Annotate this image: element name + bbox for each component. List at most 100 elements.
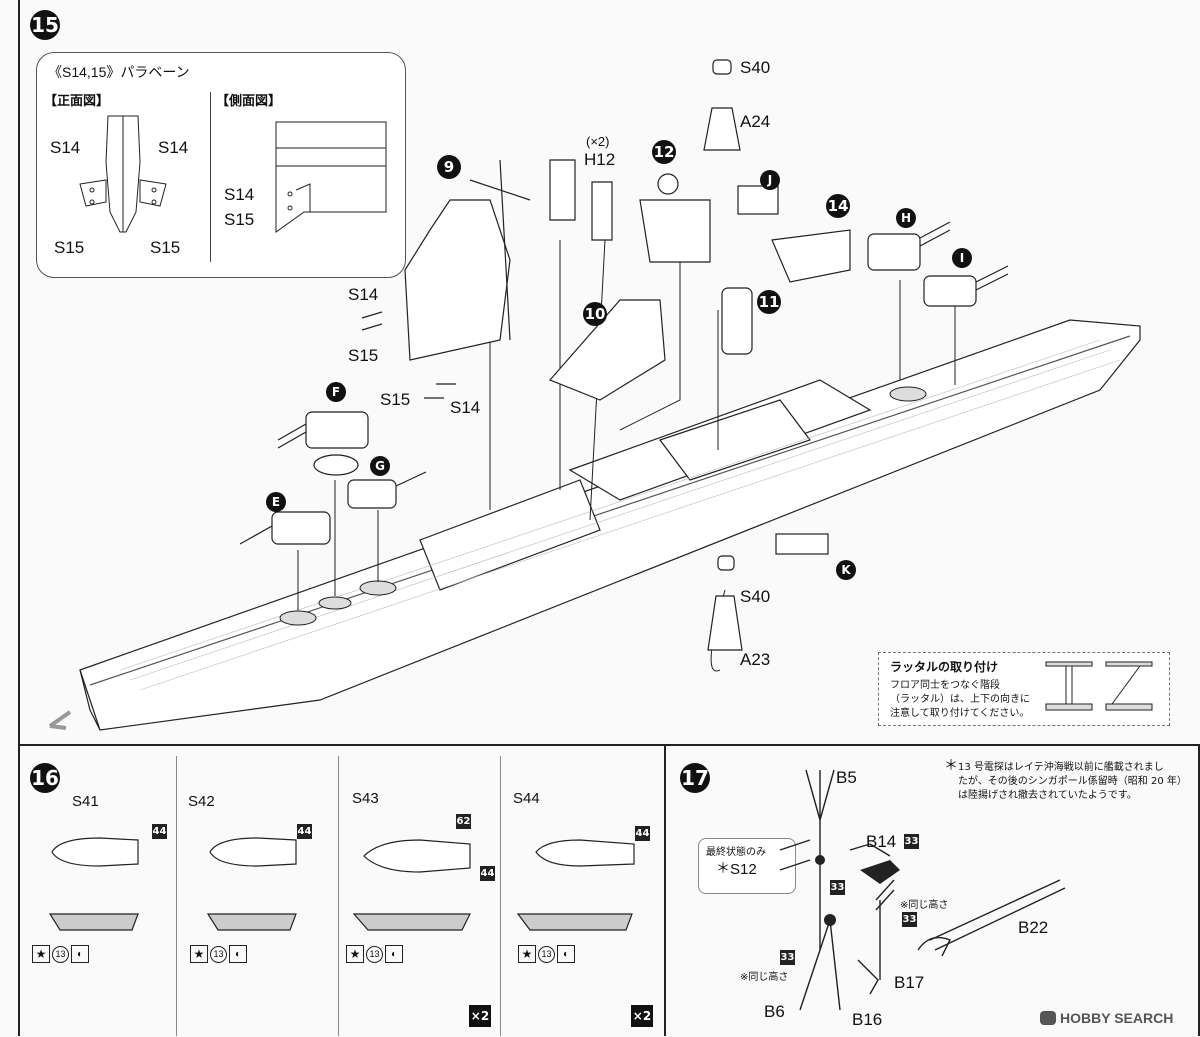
label-x2: (×2) xyxy=(586,134,610,149)
paint-33-left: 33 xyxy=(780,950,795,965)
label-s14-bridge: S14 xyxy=(348,285,379,304)
step16-frame xyxy=(18,746,666,1036)
label-b5: B5 xyxy=(836,768,857,787)
label-h12: H12 xyxy=(584,150,616,169)
step17-badge: 17 xyxy=(680,763,710,793)
step16-divider-2 xyxy=(338,756,339,1036)
label-s40-bottom: S40 xyxy=(740,587,771,606)
decal-sheet-icon: ◐ xyxy=(385,945,403,963)
badge-J: J xyxy=(760,170,780,190)
inset-label-s14-side: S14 xyxy=(224,185,255,204)
badge-11: 11 xyxy=(757,290,781,314)
inset-divider xyxy=(210,92,211,262)
star-decal-icon: ★ xyxy=(190,945,208,963)
label-s15-bridge: S15 xyxy=(348,346,379,365)
step15-badge: 15 xyxy=(30,10,60,40)
label-a24: A24 xyxy=(740,112,771,131)
inset-label-s15-side: S15 xyxy=(224,210,255,229)
mast-drawing xyxy=(779,769,1066,1011)
inset-label-s15-left: S15 xyxy=(54,238,85,257)
inset-front-view: 【正面図】 xyxy=(44,93,110,108)
inset-label-s14-right: S14 xyxy=(158,138,189,157)
step16-divider-3 xyxy=(500,756,501,1036)
inset-drawings xyxy=(79,115,387,233)
decal-row-s41: ★ 13 ◐ xyxy=(32,945,89,963)
label-same-height-2: ※同じ高さ xyxy=(740,972,789,983)
paint-44-s43: 44 xyxy=(480,866,495,881)
label-b6: B6 xyxy=(764,1002,785,1021)
decal-number: 13 xyxy=(210,945,227,963)
watermark-text: HOBBY SEARCH xyxy=(1060,1010,1174,1026)
badge-9: 9 xyxy=(437,155,461,179)
step15-frame xyxy=(18,0,1200,746)
ladder-note-title: ラッタルの取り付け xyxy=(890,660,999,674)
star-decal-icon: ★ xyxy=(346,945,364,963)
badge-E: E xyxy=(266,492,286,512)
label-s15-lower: S15 xyxy=(380,390,411,409)
label-same-height-1: ※同じ高さ xyxy=(900,900,949,911)
ladder-diagram xyxy=(1045,661,1153,711)
boat-label-s43: S43 xyxy=(352,790,379,807)
decal-number: 13 xyxy=(538,945,555,963)
boat-label-s44: S44 xyxy=(513,790,540,807)
step17-note-1: 13 号電探はレイテ沖海戦以前に艦載されまし xyxy=(958,762,1164,773)
badge-G: G xyxy=(370,456,390,476)
paint-33-right: 33 xyxy=(902,912,917,927)
paint-33-b14: 33 xyxy=(904,834,919,849)
paint-62-s43: 62 xyxy=(456,814,471,829)
step16-badge: 16 xyxy=(30,763,60,793)
multiplier-s43: ×2 xyxy=(469,1005,491,1027)
star-decal-icon: ★ xyxy=(32,945,50,963)
ladder-note-line3: 注意して取り付けてください。 xyxy=(890,708,1030,719)
step16-divider-1 xyxy=(176,756,177,1036)
paint-44-s44: 44 xyxy=(635,826,650,841)
decal-number: 13 xyxy=(52,945,69,963)
boat-label-s41: S41 xyxy=(72,793,99,810)
hobby-search-watermark: HOBBY SEARCH xyxy=(1040,1010,1173,1026)
decal-sheet-icon: ◐ xyxy=(71,945,89,963)
inset-side-view: 【側面図】 xyxy=(216,93,282,108)
badge-H: H xyxy=(896,208,916,228)
badge-14: 14 xyxy=(826,194,850,218)
label-b22: B22 xyxy=(1018,918,1049,937)
paint-33-mid: 33 xyxy=(830,880,845,895)
s12-asterisk: ＊ xyxy=(716,860,730,876)
paint-44-s41: 44 xyxy=(152,824,167,839)
multiplier-s44: ×2 xyxy=(631,1005,653,1027)
decal-sheet-icon: ◐ xyxy=(229,945,247,963)
badge-10: 10 xyxy=(583,302,607,326)
boat-drawings xyxy=(48,837,635,931)
decal-row-s44: ★ 13 ◐ xyxy=(518,945,575,963)
ship-hull-drawing xyxy=(48,240,1141,731)
star-decal-icon: ★ xyxy=(518,945,536,963)
badge-I: I xyxy=(952,248,972,268)
ladder-note-line1: フロア同士をつなぐ階段 xyxy=(890,680,1000,691)
label-s14-lower: S14 xyxy=(450,398,481,417)
label-b14: B14 xyxy=(866,832,897,851)
label-s40-top: S40 xyxy=(740,58,771,77)
paint-44-s42: 44 xyxy=(297,824,312,839)
ladder-note-line2: （ラッタル）は、上下の向きに xyxy=(890,694,1030,705)
label-a23: A23 xyxy=(740,650,771,669)
step17-asterisk: ＊ xyxy=(944,757,958,773)
step17-note-2: たが、その後のシンガポール係留時（昭和 20 年） xyxy=(958,776,1187,787)
final-state-label: 最終状態のみ xyxy=(706,847,766,858)
hobby-search-logo-icon xyxy=(1040,1011,1056,1025)
inset-label-s15-right: S15 xyxy=(150,238,181,257)
decal-number: 13 xyxy=(366,945,383,963)
badge-F: F xyxy=(326,382,346,402)
label-b17: B17 xyxy=(894,973,925,992)
badge-12: 12 xyxy=(652,140,676,164)
label-b16: B16 xyxy=(852,1010,883,1029)
step17-frame xyxy=(664,746,1200,1036)
inset-title: 《S14,15》パラベーン xyxy=(48,64,190,80)
inset-label-s14-left: S14 xyxy=(50,138,81,157)
decal-row-s43: ★ 13 ◐ xyxy=(346,945,403,963)
final-state-box xyxy=(698,838,796,894)
decal-sheet-icon: ◐ xyxy=(557,945,575,963)
boat-label-s42: S42 xyxy=(188,793,215,810)
step17-note-3: は陸揚げされ撤去されていたようです。 xyxy=(958,790,1137,801)
decal-row-s42: ★ 13 ◐ xyxy=(190,945,247,963)
label-s12: S12 xyxy=(730,861,757,878)
component-sketches xyxy=(239,59,1009,651)
